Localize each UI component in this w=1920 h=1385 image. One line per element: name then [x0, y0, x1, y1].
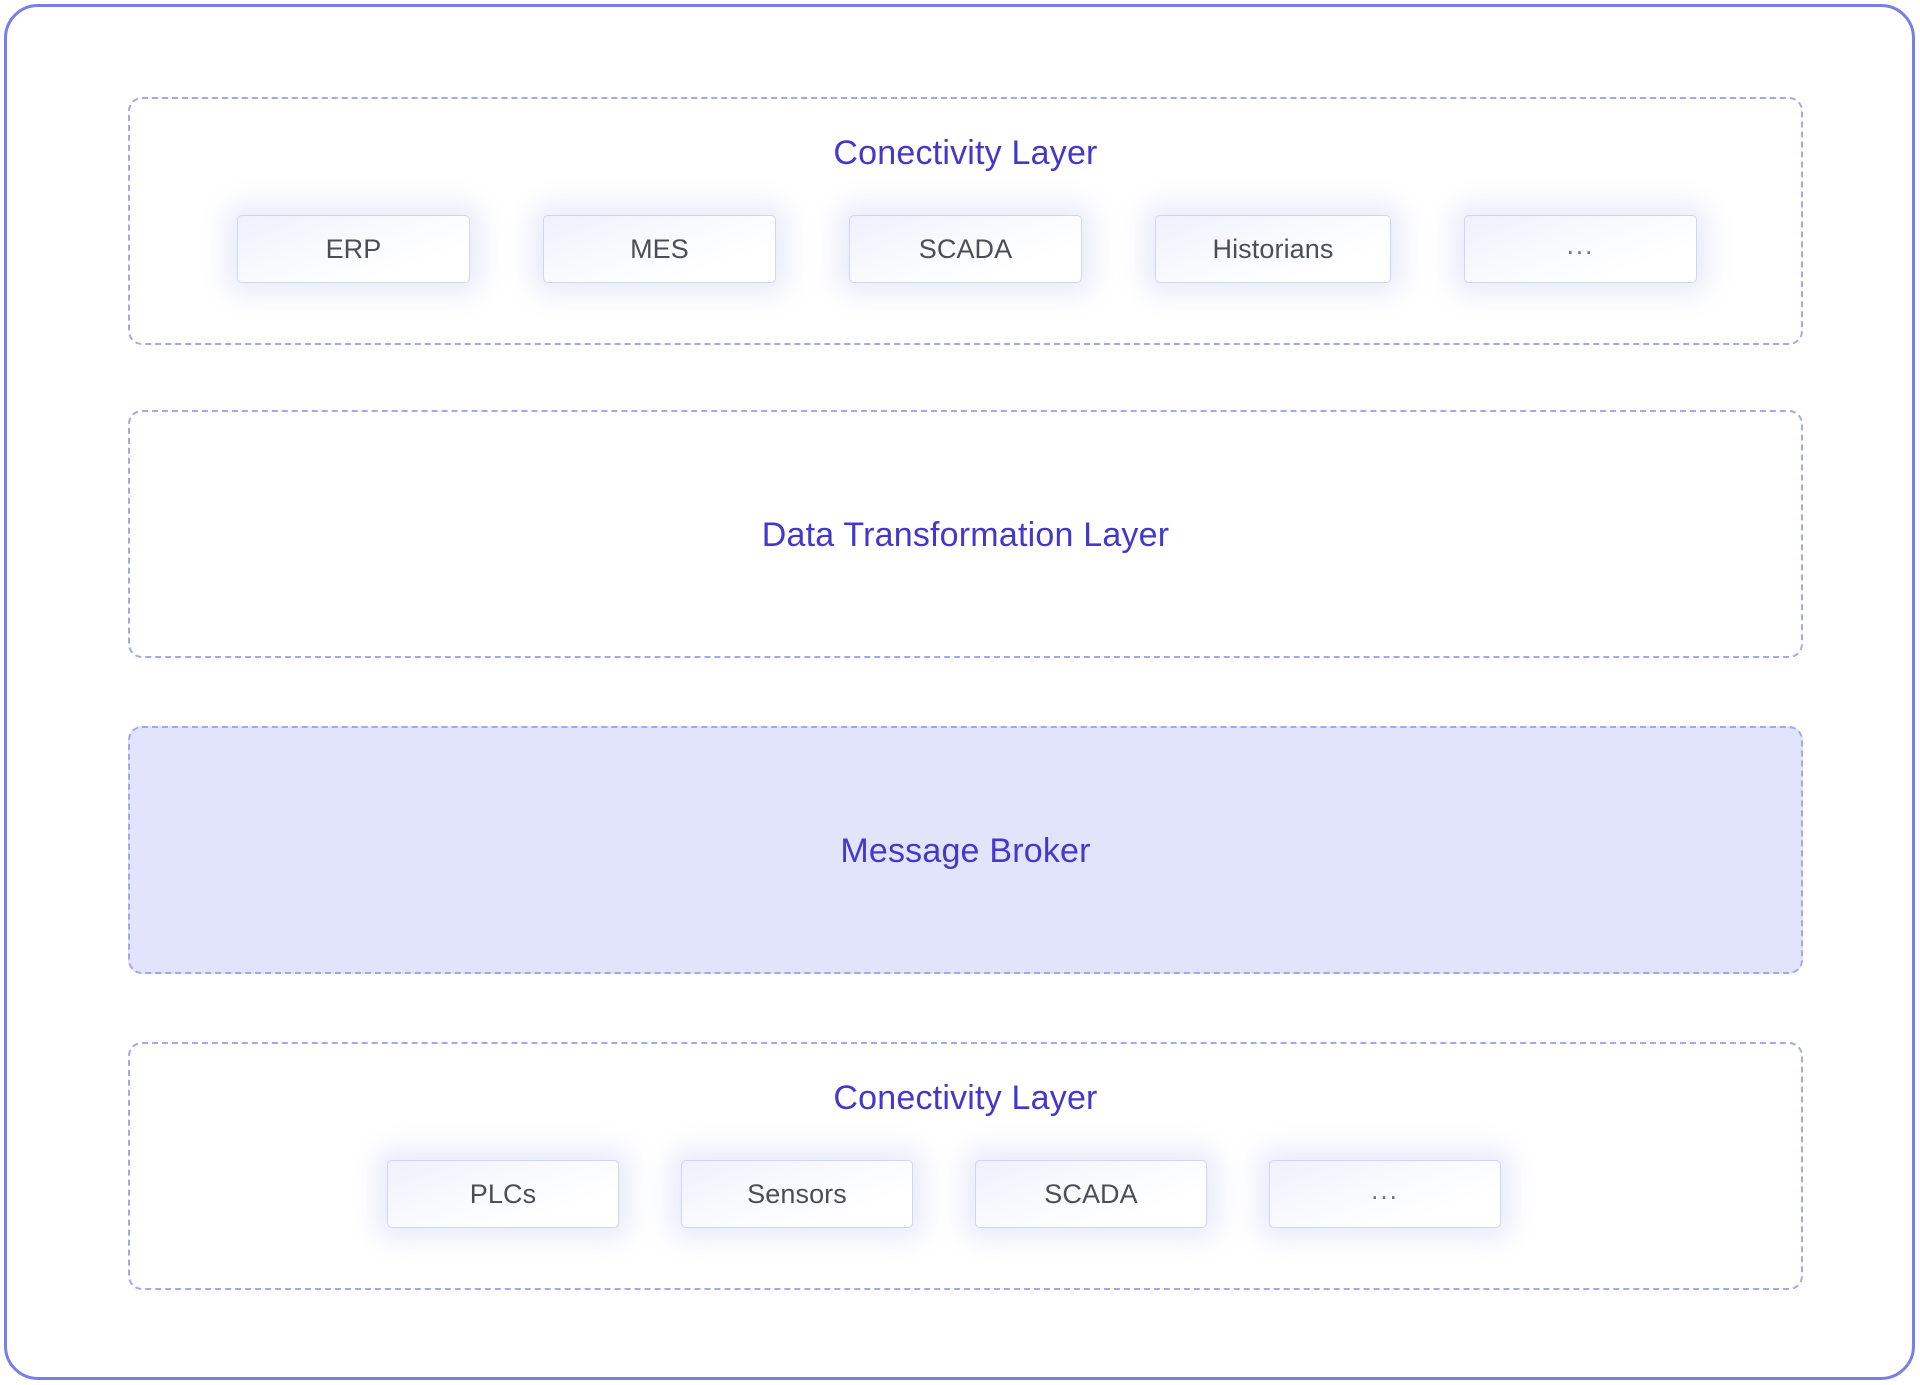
- layer-data-transformation: Data Transformation Layer: [128, 410, 1803, 658]
- node-sensors-label: Sensors: [747, 1178, 847, 1209]
- layer-message-broker: Message Broker: [128, 726, 1803, 974]
- node-scada-top-label: SCADA: [918, 233, 1013, 264]
- layer-connectivity-top: Conectivity Layer ERP MES SCADA Historia…: [128, 97, 1803, 345]
- node-historians[interactable]: Historians: [1155, 215, 1391, 283]
- layer-message-broker-title: Message Broker: [840, 832, 1091, 870]
- layer-stack: Conectivity Layer ERP MES SCADA Historia…: [128, 0, 1803, 1385]
- node-plcs[interactable]: PLCs: [387, 1160, 619, 1228]
- node-scada-bottom[interactable]: SCADA: [975, 1160, 1207, 1228]
- layer-connectivity-top-title: Conectivity Layer: [833, 134, 1098, 172]
- layer-connectivity-bottom-node-row: PLCs Sensors SCADA ...: [130, 1160, 1920, 1228]
- node-erp[interactable]: ERP: [237, 215, 470, 283]
- node-mes-label: MES: [630, 233, 689, 264]
- node-scada-top[interactable]: SCADA: [849, 215, 1082, 283]
- node-scada-bottom-label: SCADA: [1044, 1178, 1138, 1209]
- node-plcs-label: PLCs: [469, 1178, 537, 1209]
- layer-connectivity-bottom: Conectivity Layer PLCs Sensors SCADA ...: [128, 1042, 1803, 1290]
- node-more-top-label: ...: [1566, 229, 1595, 260]
- layer-connectivity-top-node-row: ERP MES SCADA Historians ...: [130, 215, 1908, 283]
- node-sensors[interactable]: Sensors: [681, 1160, 913, 1228]
- node-mes[interactable]: MES: [543, 215, 776, 283]
- layer-connectivity-bottom-title: Conectivity Layer: [833, 1079, 1098, 1117]
- node-more-bottom[interactable]: ...: [1269, 1160, 1501, 1228]
- node-more-bottom-label: ...: [1371, 1174, 1399, 1205]
- node-more-top[interactable]: ...: [1464, 215, 1697, 283]
- node-erp-label: ERP: [325, 233, 382, 264]
- node-historians-label: Historians: [1212, 233, 1334, 264]
- layer-data-transformation-title: Data Transformation Layer: [761, 516, 1170, 554]
